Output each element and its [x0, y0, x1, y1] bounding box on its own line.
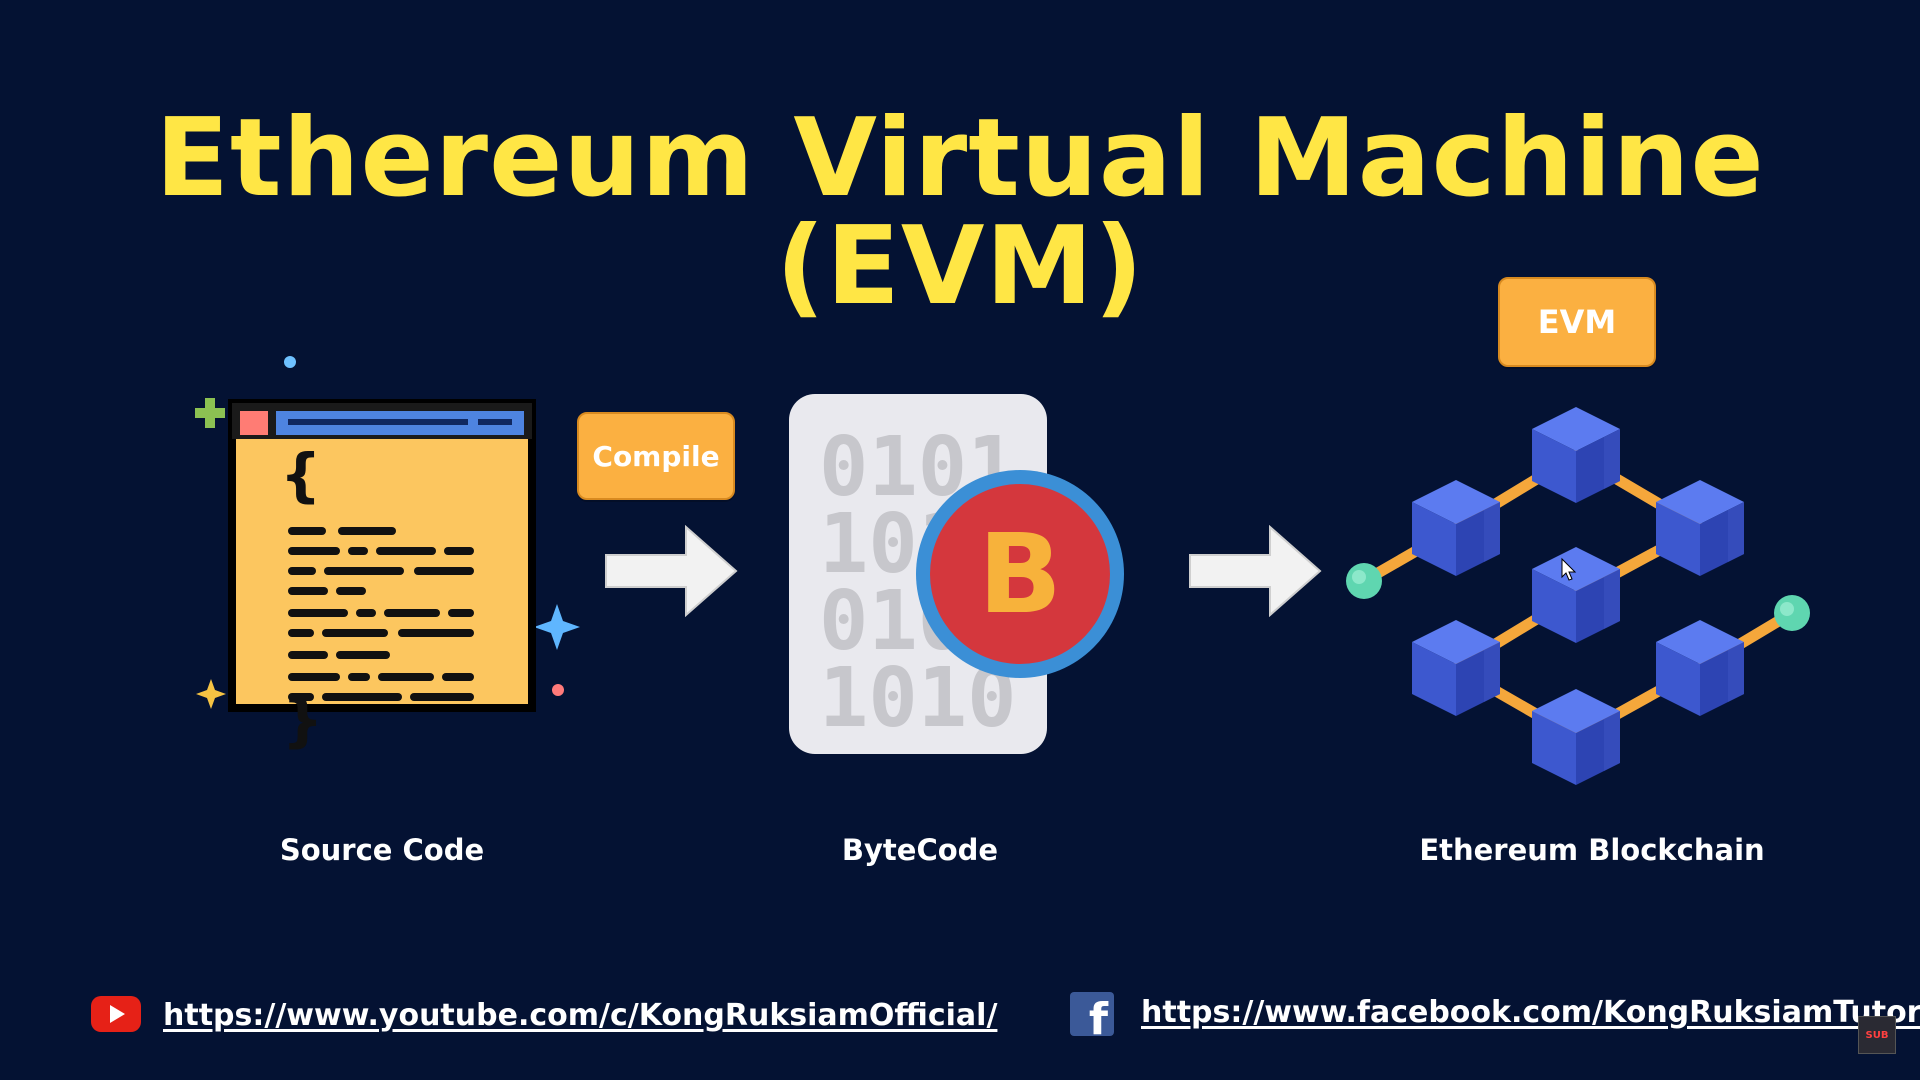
code-editor-icon: { } — [195, 356, 580, 754]
compile-label: Compile — [592, 439, 720, 473]
blockchain-icon — [1346, 407, 1810, 785]
svg-text:{: { — [280, 441, 321, 509]
bytecode-icon: 0101 1010 0101 1010 B — [789, 394, 1124, 754]
evm-badge: EVM — [1498, 277, 1656, 367]
arrow-right-icon — [1189, 525, 1322, 617]
blockchain-label: Ethereum Blockchain — [1419, 833, 1765, 867]
facebook-icon[interactable]: f — [1070, 992, 1114, 1036]
youtube-link[interactable]: https://www.youtube.com/c/KongRuksiamOff… — [163, 998, 998, 1033]
arrow-right-icon — [605, 525, 738, 617]
subscribe-badge[interactable]: SUB — [1858, 1016, 1896, 1054]
subscribe-badge-text: SUB — [1865, 1029, 1889, 1041]
youtube-icon[interactable] — [91, 996, 141, 1032]
bytecode-label: ByteCode — [841, 833, 999, 867]
evm-label: EVM — [1537, 303, 1617, 341]
facebook-glyph: f — [1088, 994, 1108, 1037]
page-title: Ethereum Virtual Machine (EVM) — [155, 96, 1765, 329]
source-code-label: Source Code — [279, 833, 485, 867]
facebook-link[interactable]: https://www.facebook.com/KongRuksiamTuto… — [1141, 995, 1920, 1030]
compile-badge: Compile — [577, 412, 735, 500]
bytecode-badge-letter: B — [978, 510, 1062, 638]
